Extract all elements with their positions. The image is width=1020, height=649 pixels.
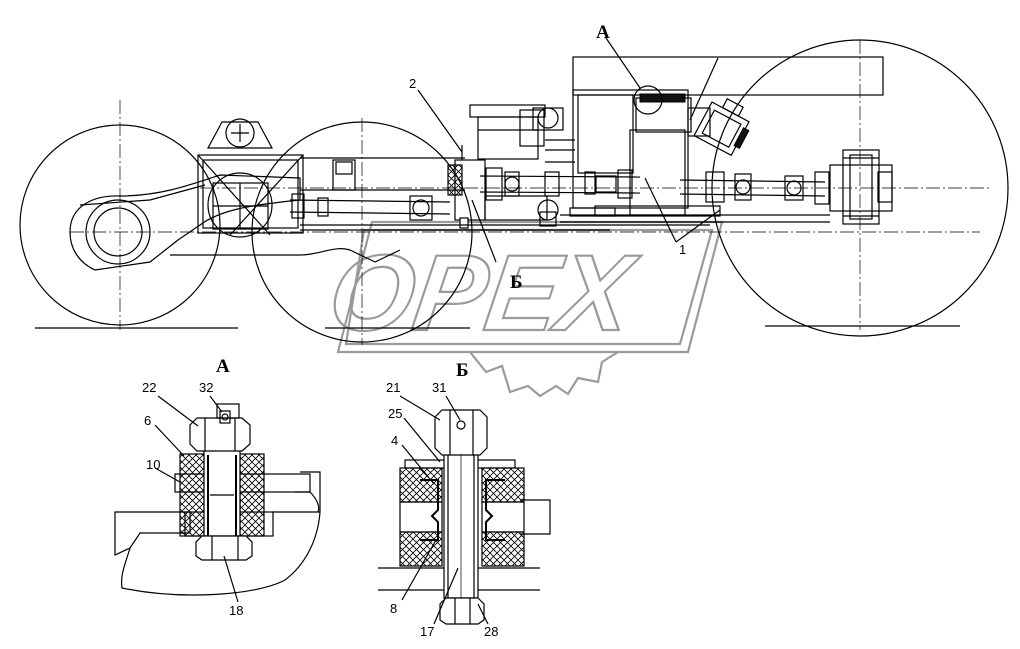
callout-4: 4 <box>391 433 398 448</box>
rear-axle-frame <box>197 154 304 234</box>
callout-21: 21 <box>386 380 400 395</box>
transfer-case <box>569 56 884 217</box>
rubber-block-tr <box>481 467 525 503</box>
view-marker-a: А <box>596 22 610 43</box>
callout-31: 31 <box>432 380 446 395</box>
callout-25: 25 <box>388 406 402 421</box>
callout-22: 22 <box>142 380 156 395</box>
hydraulic-pump <box>693 98 750 157</box>
watermark-text: OPEX <box>322 232 645 352</box>
main-view-assembly <box>19 37 1009 345</box>
drive-shaft-rear <box>289 193 451 221</box>
view-marker-b: Б <box>510 272 523 293</box>
detail-a-title: А <box>216 356 230 377</box>
callout-17: 17 <box>420 624 434 639</box>
detail-b-section <box>378 395 551 625</box>
rubber-block-bl <box>399 531 443 567</box>
nut-bottom-b <box>439 597 485 625</box>
watermark-logo: OPEX <box>321 220 724 398</box>
drive-shaft-front <box>679 171 830 205</box>
callout-18: 18 <box>229 603 243 618</box>
front-axle-housing <box>829 149 893 225</box>
detail-b-title: Б <box>456 360 469 381</box>
callout-32: 32 <box>199 380 213 395</box>
drive-shaft-center <box>479 167 641 201</box>
detail-a-section <box>114 395 321 603</box>
rubber-block-tl <box>399 467 443 503</box>
callout-6: 6 <box>144 413 151 428</box>
callout-10: 10 <box>146 457 160 472</box>
callout-2: 2 <box>409 76 416 91</box>
callout-28: 28 <box>484 624 498 639</box>
callout-8: 8 <box>390 601 397 616</box>
nut-top-b <box>434 409 488 456</box>
rubber-bushing-right <box>239 453 265 537</box>
rubber-bushing-left <box>179 453 205 537</box>
rubber-block-br <box>481 531 525 567</box>
callout-1: 1 <box>679 242 686 257</box>
